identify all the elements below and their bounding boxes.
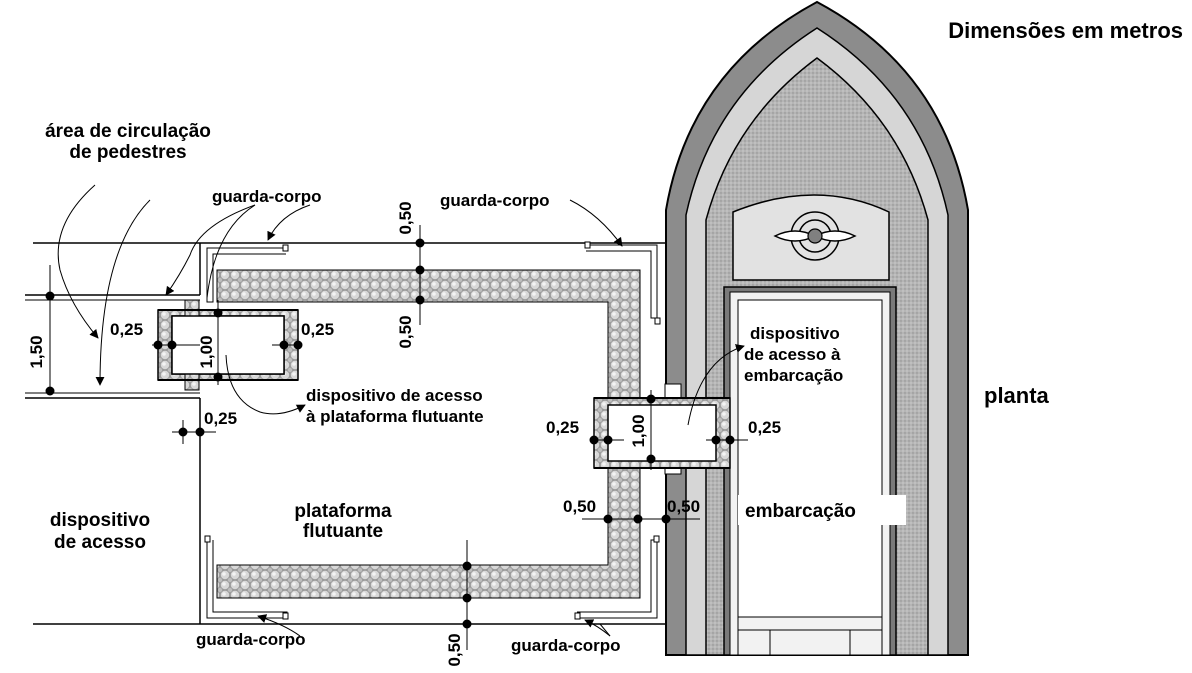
boat-access-label-line2: de acesso à [744,345,841,364]
dim-right-side-right: 0,50 [667,497,700,516]
boat-access-label-line1: dispositivo [750,324,840,343]
platform-access-label-line2: à plataforma flutuante [306,407,484,426]
boat-access-label-line3: embarcação [744,366,843,385]
propeller-icon [773,211,857,261]
dimension-lines [45,225,748,650]
boat-label: embarcação [745,501,856,522]
right-access-device [593,383,731,475]
dim-right-device-left: 0,25 [546,418,579,437]
access-device-label-line1: dispositivo [50,510,150,531]
tactile-warning-strip [216,269,641,599]
view-label: planta [984,383,1050,408]
dim-right-side-left: 0,50 [563,497,596,516]
platform-label-line1: plataforma [294,501,392,522]
guard-rail-label-top-right: guarda-corpo [440,191,550,210]
dim-bottom: 0,50 [445,633,464,666]
dim-walkway-width: 1,50 [27,335,46,368]
dim-right-device-right: 0,25 [748,418,781,437]
boat [665,0,969,656]
floating-platform [33,242,667,625]
dim-left-device-offset: 0,25 [204,409,237,428]
pedestrian-area-label-line2: de pedestres [69,142,186,163]
dim-right-device-width: 1,00 [629,414,648,447]
guard-rails [204,241,661,620]
platform-access-label-line1: dispositivo de acesso [306,386,483,405]
diagram-title: Dimensões em metros [948,18,1183,43]
boat-deck [737,299,883,618]
platform-label-line2: flutuante [303,521,383,542]
dim-left-device-left: 0,25 [110,320,143,339]
dim-top-upper: 0,50 [396,201,415,234]
guard-rail-label-bottom-left: guarda-corpo [196,630,306,649]
guard-rail-label-top-left: guarda-corpo [212,187,322,206]
guard-rail-label-bottom-right: guarda-corpo [511,636,621,655]
leader-lines [57,184,745,637]
dim-left-device-right: 0,25 [301,320,334,339]
dim-top-lower: 0,50 [396,315,415,348]
pedestrian-area-label-line1: área de circulação [45,121,211,142]
access-device-label-line2: de acesso [54,532,146,553]
dim-left-device-width: 1,00 [197,335,216,368]
